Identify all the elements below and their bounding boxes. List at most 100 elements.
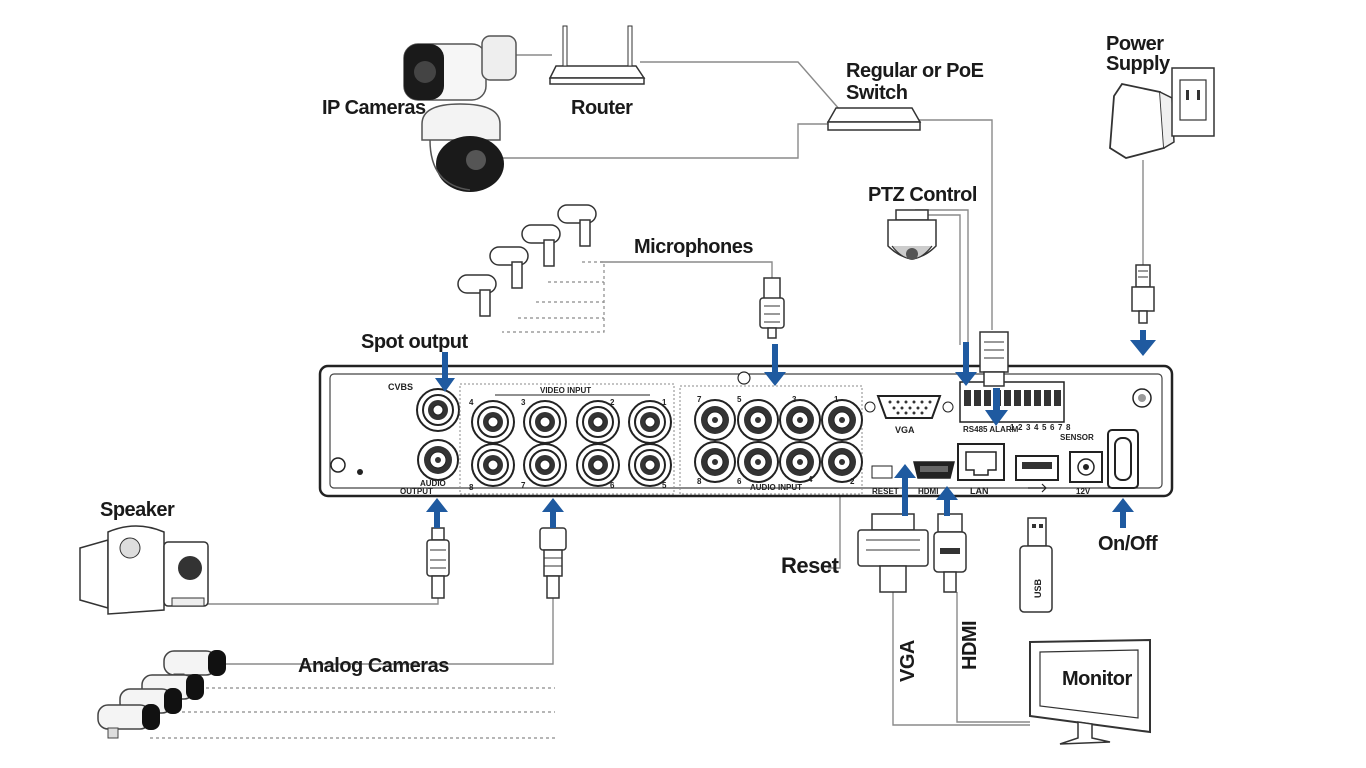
- switch-label-2: Switch: [846, 82, 907, 104]
- video-input-8[interactable]: [471, 443, 515, 487]
- sensor-num-6: 6: [1050, 423, 1055, 432]
- video-input-label: VIDEO INPUT: [540, 386, 591, 395]
- power-arrow: [1130, 330, 1156, 356]
- microphones: [457, 204, 597, 317]
- wires: [150, 54, 1144, 739]
- video-input-6[interactable]: [576, 443, 620, 487]
- video-num-5: 5: [662, 481, 667, 490]
- cvbs-port[interactable]: [416, 388, 460, 432]
- on-off-arrow: [1112, 498, 1134, 528]
- video-input-2[interactable]: [576, 400, 620, 444]
- audio-input-2[interactable]: [821, 441, 863, 483]
- audio-num-7: 7: [697, 395, 702, 404]
- spot-output-label: Spot output: [361, 331, 469, 353]
- sensor-num-2: 2: [1018, 423, 1023, 432]
- sensor-num-4: 4: [1034, 423, 1039, 432]
- cvbs-label: CVBS: [388, 382, 413, 392]
- audio-input-7[interactable]: [694, 399, 736, 441]
- audio-num-6: 6: [737, 477, 742, 486]
- reset-port-label: RESET: [872, 487, 899, 496]
- usb-stick: [1019, 517, 1053, 613]
- sensor-num-5: 5: [1042, 423, 1047, 432]
- audio-input-label: AUDIO INPUT: [750, 483, 802, 492]
- dc-12v-label: 12V: [1076, 487, 1091, 496]
- analog-cameras: [97, 649, 227, 739]
- video-num-6: 6: [610, 481, 615, 490]
- router: [548, 25, 646, 85]
- audio-num-3: 3: [792, 395, 797, 404]
- video-num-7: 7: [521, 481, 526, 490]
- audio-input-4[interactable]: [779, 441, 821, 483]
- hdmi-arrow: [936, 486, 958, 516]
- video-num-8: 8: [469, 483, 474, 492]
- audio-input-6[interactable]: [737, 441, 779, 483]
- sensor-num-3: 3: [1026, 423, 1031, 432]
- switch-label-1: Regular or PoE: [846, 60, 984, 82]
- audio-input-5[interactable]: [737, 399, 779, 441]
- audio-num-8: 8: [697, 477, 702, 486]
- video-num-4: 4: [469, 398, 474, 407]
- video-input-4[interactable]: [471, 400, 515, 444]
- video-input-3[interactable]: [523, 400, 567, 444]
- audio-num-1: 1: [834, 395, 839, 404]
- audio-input-1[interactable]: [821, 399, 863, 441]
- vga-arrow: [894, 464, 916, 516]
- network-switch: [826, 107, 922, 131]
- monitor-label: Monitor: [1062, 668, 1133, 690]
- speaker: [79, 525, 209, 615]
- rs485-label: RS485 ALARM: [963, 425, 1019, 434]
- audio-output-label-2: OUTPUT: [400, 487, 433, 496]
- power-supply-label-1: Power: [1106, 33, 1164, 55]
- sensor-num-8: 8: [1066, 423, 1071, 432]
- audio-output-port[interactable]: [417, 439, 459, 481]
- ptz-control-label: PTZ Control: [868, 184, 977, 206]
- vga-port-label: VGA: [895, 425, 915, 435]
- sensor-label: SENSOR: [1060, 433, 1094, 442]
- ptz-arrow: [955, 342, 977, 386]
- reset-label: Reset: [781, 553, 840, 578]
- video-input-7[interactable]: [523, 443, 567, 487]
- audio-num-4: 4: [808, 475, 813, 484]
- vga-cable-label: VGA: [897, 640, 919, 682]
- mic-rca-plug: [759, 277, 785, 339]
- video-num-2: 2: [610, 398, 615, 407]
- analog-bnc-plug: [539, 527, 567, 599]
- audio-input-arrow: [764, 344, 786, 386]
- video-num-1: 1: [662, 398, 667, 407]
- power-plug: [1131, 264, 1155, 324]
- microphones-label: Microphones: [634, 236, 753, 258]
- analog-cameras-label: Analog Cameras: [298, 655, 449, 677]
- spot-output-arrow: [435, 352, 455, 392]
- hdmi-cable-label: HDMI: [959, 621, 981, 670]
- dvr-rear-panel: CVBS AUDIO OUTPUT VIDEO INPUT 4 3 2 1 8 …: [318, 364, 1174, 498]
- audio-input-3[interactable]: [779, 399, 821, 441]
- vga-plug: [857, 513, 929, 593]
- ip-cameras-label: IP Cameras: [322, 97, 426, 119]
- monitor: [1029, 638, 1151, 745]
- audio-output-label-1: AUDIO: [420, 479, 446, 488]
- ptz-camera: [887, 209, 937, 260]
- arrows: [426, 330, 1156, 528]
- power-adapter: [1109, 67, 1215, 159]
- lan-port-label: LAN: [970, 486, 989, 496]
- power-supply-label-2: Supply: [1106, 53, 1171, 75]
- speaker-rca-plug: [426, 527, 450, 599]
- lan-arrow: [985, 388, 1008, 426]
- audio-num-5: 5: [737, 395, 742, 404]
- audio-num-2: 2: [850, 477, 855, 486]
- hdmi-plug: [933, 513, 967, 593]
- sensor-num-7: 7: [1058, 423, 1063, 432]
- hdmi-port-label: HDMI: [918, 487, 938, 496]
- usb-label: USB: [1033, 578, 1043, 598]
- ip-dome-camera: [421, 103, 504, 192]
- lan-plug: [979, 331, 1009, 387]
- reset-button[interactable]: [871, 465, 893, 479]
- video-input-5[interactable]: [628, 443, 672, 487]
- audio-input-8[interactable]: [694, 441, 736, 483]
- labels: IP Cameras Router Regular or PoE Switch …: [100, 33, 1172, 690]
- usb-icon: [1028, 483, 1047, 493]
- audio-output-arrow: [426, 498, 448, 528]
- ip-bullet-camera: [403, 35, 517, 101]
- on-off-label: On/Off: [1098, 533, 1158, 555]
- video-input-1[interactable]: [628, 400, 672, 444]
